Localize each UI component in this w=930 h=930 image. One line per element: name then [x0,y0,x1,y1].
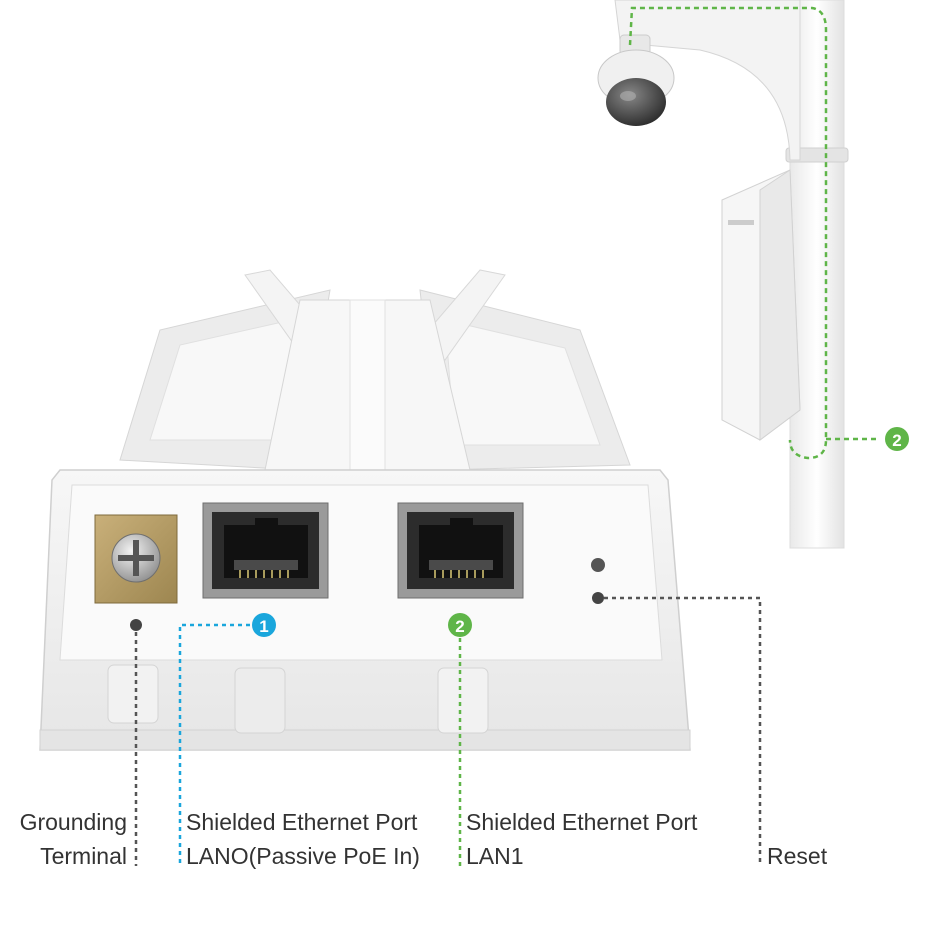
grounding-label: Grounding Terminal [20,805,127,873]
lan1-label-line1: Shielded Ethernet Port [466,809,698,835]
feed-fin-right [419,269,506,361]
reset-label: Reset [767,839,827,873]
mounted-cpe-unit [721,169,801,441]
pole-marker-2 [885,427,909,451]
ethernet-port-icon [397,502,524,599]
lan0-label: Shielded Ethernet Port LANO(Passive PoE … [186,805,420,873]
lan0-label-line1: Shielded Ethernet Port [186,809,418,835]
reset-label-text: Reset [767,843,828,869]
dome-camera-icon [597,34,675,126]
lan1-marker-2-label: 2 [455,617,464,636]
lan1-marker-2 [448,613,472,637]
clip-tab-right [437,667,489,734]
led-icon [591,558,605,572]
pole-mount-scene: 2 [597,0,909,549]
lan0-marker-1-label: 1 [259,617,268,636]
grounding-point [130,619,142,631]
reset-leader [604,596,762,866]
lan1-label-line2: LAN1 [466,843,524,869]
ethernet-port-icon [202,502,329,599]
reset-hole [592,592,604,604]
pole-marker-2-label: 2 [892,431,901,450]
clip-tab-left [107,664,159,724]
grounding-terminal [94,514,178,604]
lan0-marker-1 [252,613,276,637]
pole-cable-route-green [628,6,828,460]
lan0-label-line2: LANO(Passive PoE In) [186,843,420,869]
lan1-label: Shielded Ethernet Port LAN1 [466,805,697,873]
pole-clamp [785,147,849,163]
grounding-label-line2: Terminal [40,843,127,869]
camera-bracket-arm [614,0,801,161]
grounding-label-line1: Grounding [19,809,127,835]
screw-icon [111,533,161,583]
clip-tab-center [234,667,286,734]
cpe-device [39,269,691,751]
